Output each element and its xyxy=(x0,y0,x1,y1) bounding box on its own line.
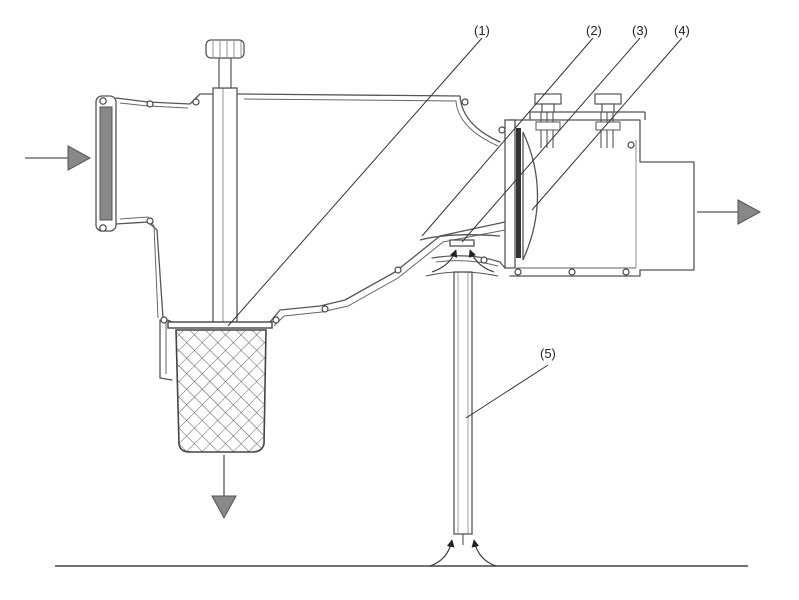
callout-label-4: (4) xyxy=(674,23,690,38)
intake-air-arrows-top xyxy=(425,249,499,277)
drain-flow-arrow xyxy=(211,455,237,520)
leader-line-3 xyxy=(461,37,641,243)
leader-line-1 xyxy=(227,37,483,327)
inlet-flange xyxy=(95,95,117,232)
clamp-bolt-left xyxy=(534,93,562,148)
leader-line-2 xyxy=(421,37,594,237)
leader-line-4 xyxy=(531,37,683,211)
spindle xyxy=(205,39,245,325)
housing-body xyxy=(115,93,506,381)
intake-air-arrows-bottom xyxy=(429,539,497,567)
outlet-housing xyxy=(498,111,695,277)
callout-label-5: (5) xyxy=(540,346,556,361)
inlet-flow-arrow xyxy=(25,145,92,171)
callout-label-2: (2) xyxy=(586,23,602,38)
outlet-flow-arrow xyxy=(697,199,762,225)
clamp-bolt-right xyxy=(594,93,622,148)
callout-label-3: (3) xyxy=(632,23,648,38)
strainer-basket xyxy=(167,321,273,453)
callout-label-1: (1) xyxy=(474,23,490,38)
vent-pipe xyxy=(453,271,473,545)
leader-line-5 xyxy=(465,364,549,419)
valve-seat xyxy=(419,234,501,247)
